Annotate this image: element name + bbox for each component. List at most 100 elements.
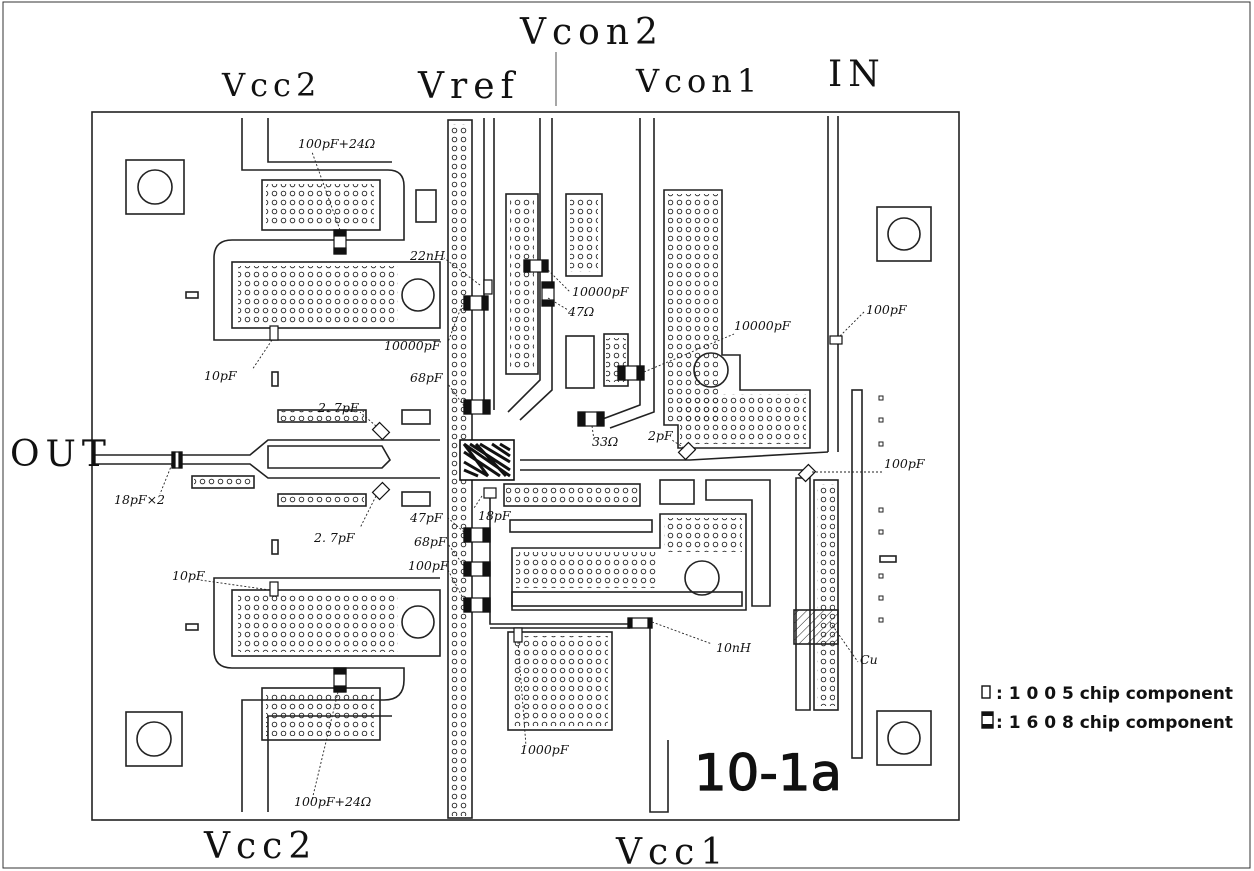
chip-2-7pf-top	[371, 421, 391, 441]
label-1000pf: 1000pF	[520, 742, 570, 757]
via-array-top-bias	[266, 184, 374, 226]
via-array-strip-left	[194, 477, 252, 487]
mounting-pad-top-right	[876, 206, 932, 262]
pad-slot-4	[271, 539, 279, 555]
chip-100pf-right	[797, 463, 817, 483]
port-label-vcon2: Vcon2	[519, 12, 664, 53]
right-test-points	[878, 395, 884, 623]
chip-10pf-top	[269, 325, 279, 341]
via-array-vcon1-foot	[680, 394, 806, 444]
label-2-7pf-bot: 2. 7pF	[313, 530, 356, 545]
bias-pad-top	[261, 179, 381, 231]
label-33ohm: 33Ω	[592, 434, 618, 449]
pad-slot-right	[879, 555, 897, 563]
via-array-bottom-match	[238, 594, 398, 652]
port-label-out: OUT	[10, 434, 112, 475]
label-18pf-x2: 18pF×2	[114, 492, 165, 507]
in-feed	[520, 451, 829, 471]
matching-pad-bottom	[231, 589, 441, 657]
legend-1005-swatch	[981, 685, 991, 699]
vcc1-bottom-strip	[511, 591, 743, 607]
via-array-vcon1	[668, 194, 718, 422]
pad-small-r1	[401, 409, 431, 425]
vcc1-bias-pad	[507, 631, 613, 731]
chip-18pf	[483, 487, 497, 499]
pad-bias-small	[565, 335, 595, 389]
ic-package	[459, 439, 515, 481]
label-10000pf-a: 10000pF	[572, 284, 630, 299]
pad-slot-3	[271, 371, 279, 387]
pad-small-square	[415, 189, 437, 223]
port-label-vcc2-top: Vcc2	[221, 66, 321, 104]
vcon2-trace	[483, 118, 553, 421]
pad-bias-small-2	[603, 333, 629, 387]
pad-slot-2	[185, 623, 199, 631]
port-label-vcc1: Vcc1	[615, 832, 729, 871]
via-array-vcon2-a	[510, 198, 534, 370]
via-hole-top	[401, 278, 435, 312]
via-array-vcc1-bias	[512, 636, 608, 726]
label-47ohm: 47Ω	[567, 304, 594, 319]
pad-vcon2-a	[505, 193, 539, 375]
via-hole-vcc1	[684, 560, 720, 596]
port-label-vref: Vref	[417, 66, 520, 107]
legend: : 1 0 0 5 chip component : 1 6 0 8 chip …	[981, 684, 1233, 733]
via-hole-bottom	[401, 605, 435, 639]
label-10000pf-b: 10000pF	[384, 338, 442, 353]
chip-22nh	[483, 279, 493, 295]
pad-strip-top	[277, 409, 367, 423]
chip-1000pf	[513, 627, 523, 643]
label-2-7pf-top: 2. 7pF	[317, 400, 360, 415]
vcc1-via-row	[503, 483, 641, 507]
label-22nh: 22nH	[409, 248, 446, 263]
mounting-pad-top-left	[125, 159, 185, 215]
leader-lines	[159, 151, 884, 801]
pad-strip-bottom	[277, 493, 367, 507]
pad-strip-left	[191, 475, 255, 489]
mounting-pad-bottom-right	[876, 710, 932, 766]
via-array-vcc1-row	[506, 486, 638, 504]
vcc1-pad-upper	[705, 479, 771, 607]
vcon1-trace	[599, 118, 655, 429]
label-cu: Cu	[860, 652, 878, 667]
right-vertical-line	[851, 389, 863, 759]
label-68pf-bot: 68pF	[414, 534, 448, 549]
label-10000pf-c: 10000pF	[734, 318, 792, 333]
label-68pf-top: 68pF	[410, 370, 444, 385]
label-10nh: 10nH	[716, 640, 752, 655]
port-label-vcon1: Vcon1	[635, 62, 762, 100]
via-array-vcon2-b	[570, 198, 598, 272]
vcc1-large-pad	[511, 513, 747, 611]
via-array-top-match	[238, 266, 398, 324]
vcc1-thin-strip	[509, 519, 653, 533]
in-trace	[827, 116, 839, 452]
label-10pf-top: 10pF	[204, 368, 238, 383]
port-label-vcc2-bottom: Vcc2	[203, 826, 317, 867]
label-100pf-in: 100pF	[866, 302, 908, 317]
via-array-right-strip	[817, 484, 835, 706]
label-10pf-bot: 10pF	[172, 568, 206, 583]
matching-pad-top	[231, 261, 441, 329]
label-47pf: 47pF	[409, 510, 444, 525]
board-marking: 10-1a	[694, 744, 842, 802]
vcon1-l-pad	[663, 189, 811, 449]
pad-small-r2	[401, 491, 431, 507]
chip-100pf-in	[829, 335, 843, 345]
label-100pf-bot: 100pF	[408, 558, 450, 573]
pad-slot-1	[185, 291, 199, 299]
chip-10pf-bot	[269, 581, 279, 597]
label-2pf: 2pF	[647, 428, 674, 443]
label-100pf-24-top: 100pF+24Ω	[298, 136, 375, 151]
label-100pf-right: 100pF	[884, 456, 926, 471]
via-array-strip-top	[280, 411, 364, 421]
via-array-vcc1-large-r	[664, 518, 742, 552]
via-array-bottom-bias	[266, 692, 374, 736]
via-array-strip-bottom	[280, 495, 364, 505]
mounting-pad-bottom-left	[125, 711, 183, 767]
pad-vcon2-b	[565, 193, 603, 277]
chip-2-7pf-bot	[371, 481, 391, 501]
pad-rect-mid	[659, 479, 695, 505]
legend-1005-label: : 1 0 0 5 chip component	[996, 684, 1233, 704]
